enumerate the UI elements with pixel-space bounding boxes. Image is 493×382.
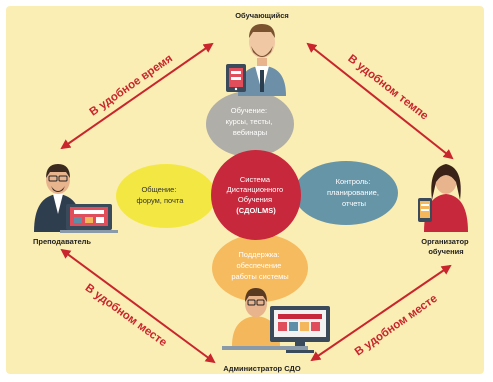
- petal-top-line-1: Обучение:: [231, 106, 267, 115]
- center-line-2: Дистанционного: [227, 185, 284, 194]
- role-label-admin: Администратор СДО: [223, 364, 301, 373]
- arrow-top-right: В удобном темпе: [306, 42, 454, 160]
- svg-text:Общение: форум, почта: Общение: форум, почта: [137, 185, 185, 205]
- arrow-top-left: В удобное время: [60, 42, 214, 150]
- petal-right-line-3: отчеты: [342, 199, 366, 208]
- role-label-organizer-line-2: обучения: [428, 247, 463, 256]
- svg-text:Контроль: планирование: Контроль: планирование, отчеты: [327, 177, 381, 208]
- petal-left-line-2: форум, почта: [137, 196, 185, 205]
- role-label-student: Обучающийся: [235, 11, 289, 20]
- petal-left-line-1: Общение:: [141, 185, 176, 194]
- center-line-1: Система: [240, 175, 271, 184]
- petal-bottom-line-3: работы системы: [231, 272, 288, 281]
- petal-bottom-line-2: обеспечение: [237, 261, 282, 270]
- petal-right: Контроль: планирование, отчеты: [294, 161, 398, 225]
- petal-bottom-line-1: Поддержка:: [238, 250, 279, 259]
- svg-text:Организатор обучения: Организатор обучения: [421, 237, 470, 256]
- arrow-top-right-label: В удобном темпе: [345, 53, 430, 123]
- arrow-bottom-left-label: В удобном месте: [83, 282, 169, 349]
- arrow-bottom-left: В удобном месте: [60, 248, 216, 364]
- svg-text:Система Дистанционного: Система Дистанционного Обучения (СДО/LMS…: [227, 175, 286, 215]
- petal-right-line-1: Контроль:: [336, 177, 371, 186]
- petal-left: Общение: форум, почта: [116, 164, 216, 228]
- role-label-organizer-line-1: Организатор: [421, 237, 469, 246]
- petal-top-line-2: курсы, тесты,: [226, 117, 273, 126]
- petal-right-line-2: планирование,: [327, 188, 379, 197]
- arrow-top-left-label: В удобное время: [88, 52, 175, 118]
- petal-top: Обучение: курсы, тесты, вебинары: [206, 91, 294, 157]
- student-with-tablet-icon: [226, 24, 286, 96]
- role-label-teacher: Преподаватель: [33, 237, 91, 246]
- center-circle: Система Дистанционного Обучения (СДО/LMS…: [211, 150, 301, 240]
- svg-text:Поддержка: обеспечение: Поддержка: обеспечение работы системы: [231, 250, 288, 281]
- admin-at-computer-icon: [222, 288, 330, 353]
- organizer-with-phone-icon: [418, 164, 468, 232]
- petal-bottom: Поддержка: обеспечение работы системы: [212, 234, 308, 302]
- center-line-4: (СДО/LMS): [236, 206, 276, 215]
- arrow-bottom-right: В удобном месте: [310, 264, 452, 362]
- petal-top-line-3: вебинары: [233, 128, 267, 137]
- center-line-3: Обучения: [238, 195, 272, 204]
- svg-text:Обучение: курсы, тесты: Обучение: курсы, тесты, вебинары: [226, 106, 275, 137]
- teacher-at-laptop-icon: [34, 164, 118, 233]
